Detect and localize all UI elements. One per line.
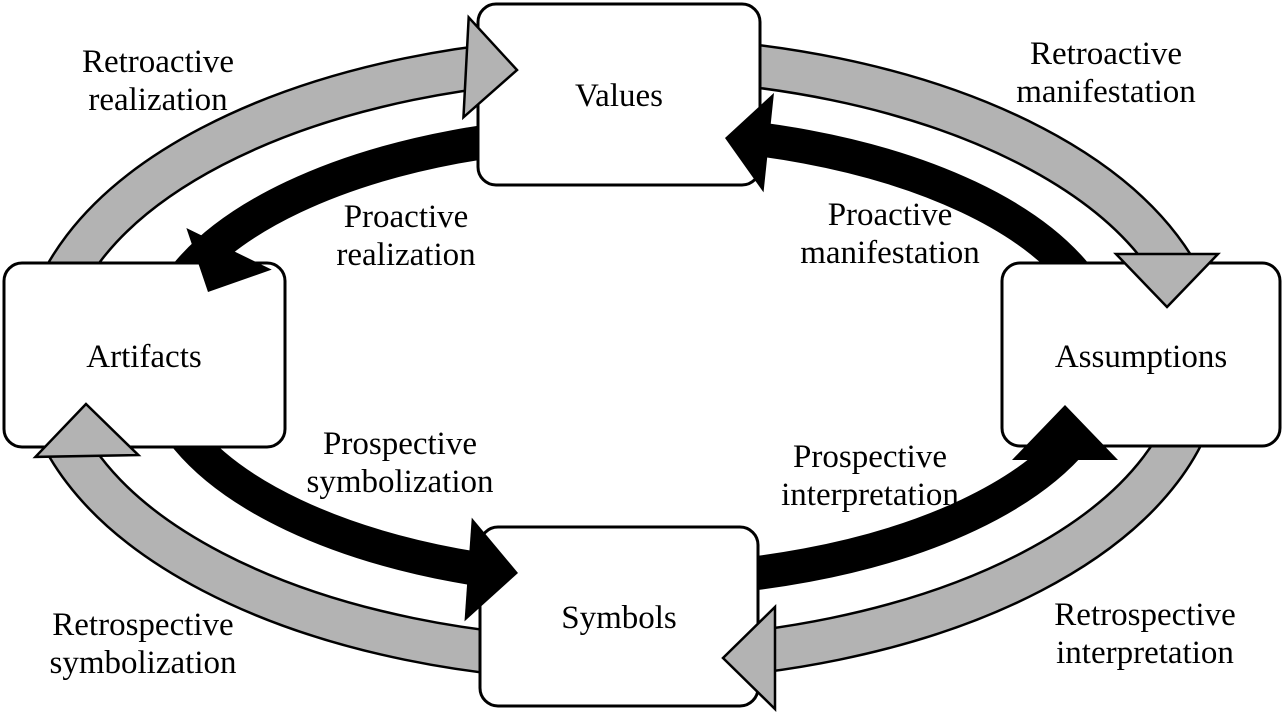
label-retroactive-manifestation: Retroactive manifestation (1016, 36, 1196, 110)
node-assumptions-label: Assumptions (1055, 339, 1227, 375)
black-arrowhead-into-values-icon (725, 92, 774, 193)
gray-arrowhead-into-artifacts-icon (32, 402, 142, 459)
label-prospective-symbolization: Prospective symbolization (306, 426, 494, 500)
node-artifacts-box (2, 261, 287, 449)
label-proactive-manifestation: Proactive manifestation (800, 197, 980, 271)
label-proactive-realization: Proactive realization (336, 199, 476, 273)
label-retrospective-symbolization: Retrospective symbolization (49, 607, 237, 681)
gray-arrowhead-into-values-icon (462, 14, 519, 121)
black-arrowhead-into-symbols-icon (464, 517, 518, 622)
gray-arrowhead-into-assumptions-icon (1113, 252, 1221, 309)
label-retrospective-interpretation: Retrospective interpretation (1054, 597, 1236, 671)
node-artifacts-label: Artifacts (86, 339, 201, 375)
black-arrowhead-into-artifacts-icon (186, 228, 272, 292)
node-symbols-label: Symbols (561, 600, 677, 636)
label-prospective-interpretation: Prospective interpretation (781, 439, 959, 513)
node-symbols-box (478, 525, 760, 708)
gray-arrowhead-into-symbols-icon (721, 604, 777, 712)
node-values-label: Values (575, 78, 663, 114)
black-arrowhead-into-assumptions-icon (1012, 405, 1118, 460)
label-retroactive-realization: Retroactive realization (81, 44, 235, 118)
